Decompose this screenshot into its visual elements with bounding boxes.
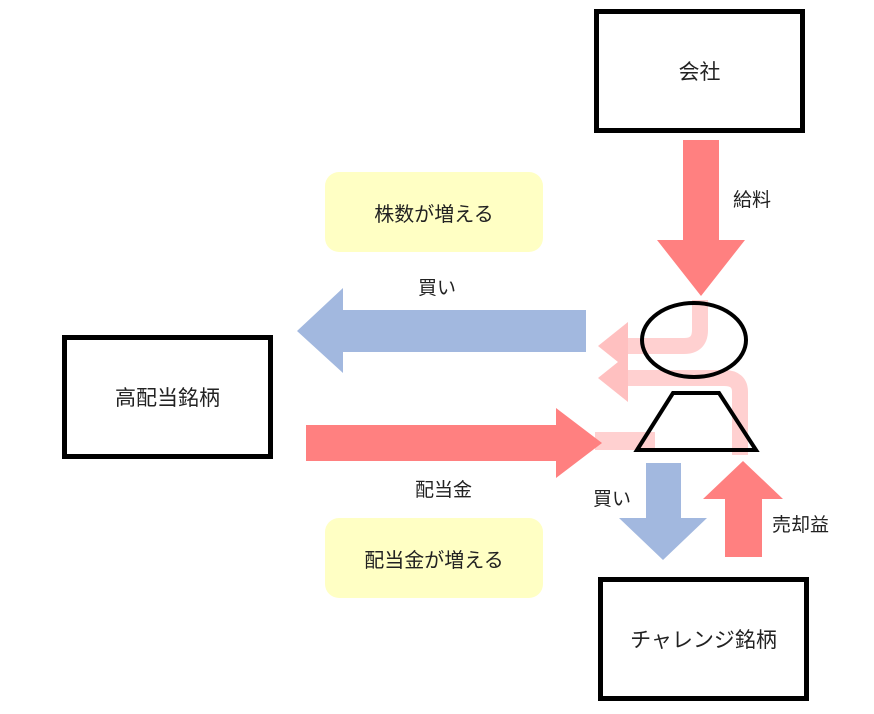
faded-recirculation-flow bbox=[625, 370, 748, 455]
sale-profit-arrow bbox=[703, 461, 783, 557]
buy-challenge-arrow bbox=[619, 463, 707, 560]
dividend-arrow bbox=[306, 408, 602, 478]
dividend-label: 配当金 bbox=[415, 479, 473, 501]
buy-challenge-label: 買い bbox=[593, 488, 632, 510]
company-box: 会社 bbox=[594, 9, 805, 133]
high-dividend-stock-box: 高配当銘柄 bbox=[62, 335, 273, 459]
buy-high-dividend-label: 買い bbox=[418, 277, 457, 299]
shares-increase-note: 株数が増える bbox=[325, 172, 543, 252]
person-head-icon bbox=[640, 301, 748, 379]
dividends-increase-text: 配当金が増える bbox=[364, 547, 504, 572]
faded-arrowhead bbox=[598, 354, 628, 402]
challenge-stock-box: チャレンジ銘柄 bbox=[598, 577, 809, 701]
dividends-increase-note: 配当金が増える bbox=[325, 518, 543, 598]
faded-recirculation-flow bbox=[625, 300, 708, 354]
challenge-stock-label: チャレンジ銘柄 bbox=[630, 628, 777, 652]
sale-profit-label: 売却益 bbox=[772, 514, 830, 536]
salary-arrow bbox=[657, 140, 745, 296]
person-body-icon bbox=[633, 391, 760, 452]
high-dividend-stock-label: 高配当銘柄 bbox=[115, 386, 220, 410]
faded-arrowhead bbox=[598, 322, 628, 370]
company-label: 会社 bbox=[678, 60, 721, 84]
shares-increase-text: 株数が増える bbox=[374, 201, 494, 226]
buy-high-dividend-arrow bbox=[297, 288, 586, 373]
salary-label: 給料 bbox=[733, 189, 772, 211]
